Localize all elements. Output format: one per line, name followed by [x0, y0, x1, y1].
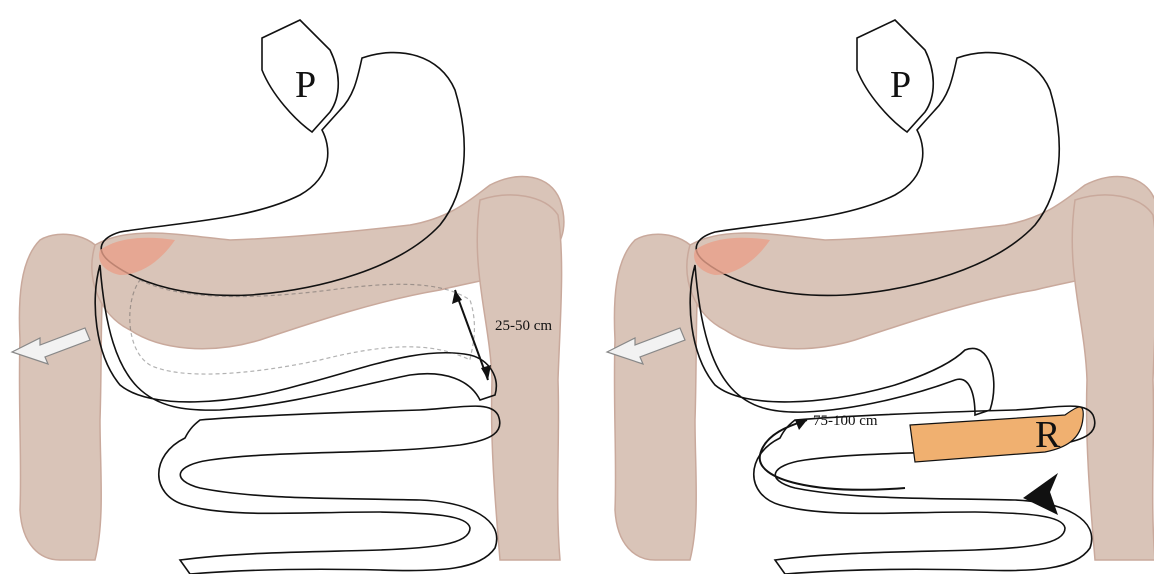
right-panel: P R 75-100 cm	[607, 20, 1154, 574]
pancreas-label: P	[295, 64, 316, 106]
pancreas-label: P	[890, 64, 911, 106]
anastomosis-arrowhead	[1023, 473, 1058, 515]
measurement-label: 75-100 cm	[813, 413, 878, 429]
curved-measurement-arrow	[760, 420, 905, 490]
colon-shape	[614, 177, 1154, 560]
small-bowel	[159, 406, 500, 574]
left-panel: P 25-50 cm	[12, 20, 564, 574]
curved-arrowhead	[795, 420, 807, 430]
roux-label: R	[1035, 414, 1061, 456]
measurement-label: 25-50 cm	[495, 318, 552, 334]
